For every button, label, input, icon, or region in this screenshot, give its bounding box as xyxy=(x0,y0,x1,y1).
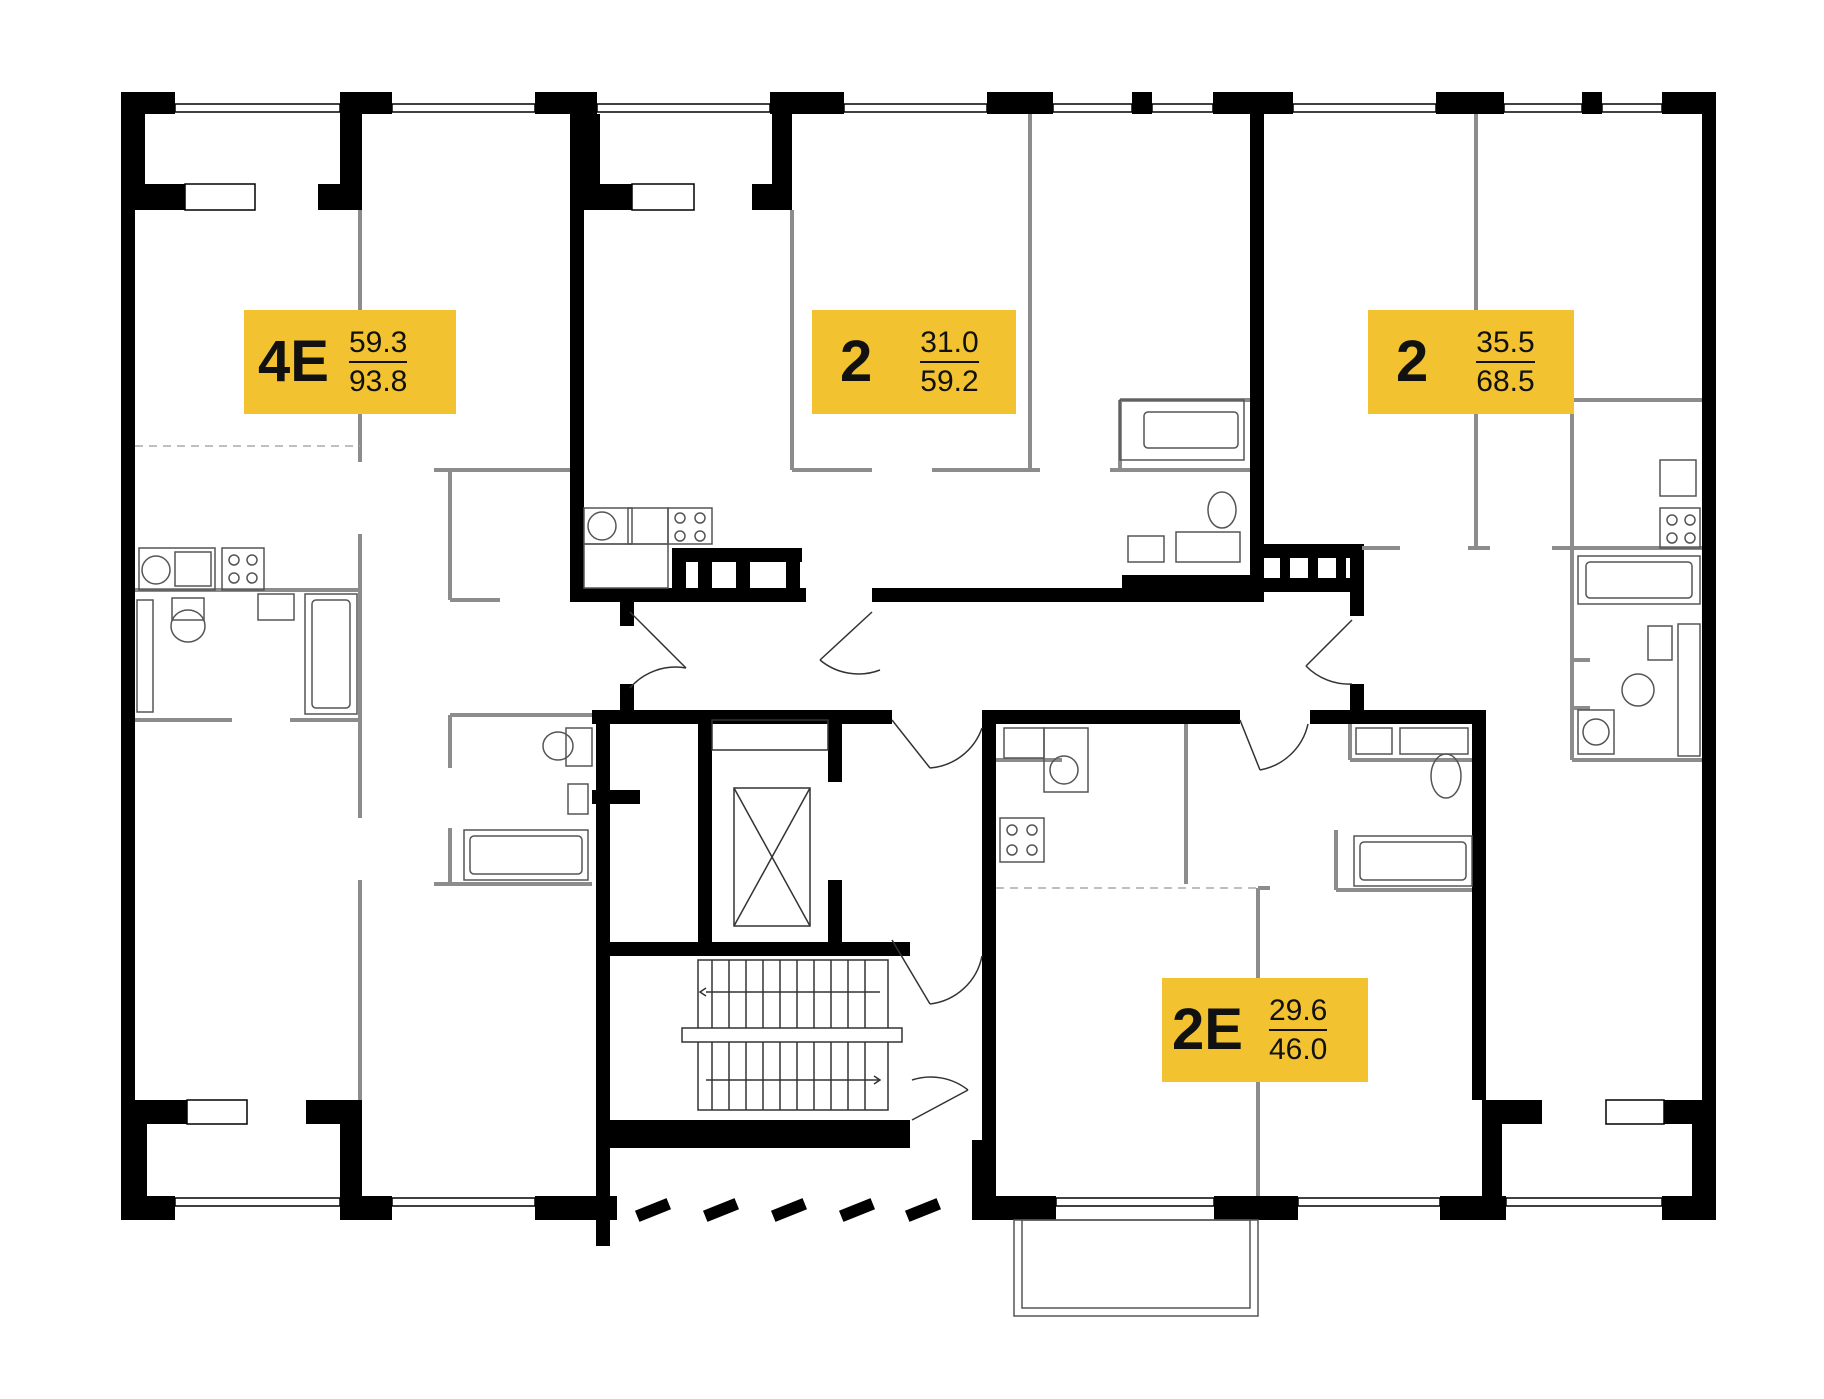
stairs xyxy=(681,959,903,1111)
apartment-badge-2-right[interactable]: 2 35.5 68.5 xyxy=(1368,310,1574,414)
elevator xyxy=(711,719,829,927)
apartment-badge-2-center[interactable]: 2 31.0 59.2 xyxy=(812,310,1016,414)
living-area: 31.0 xyxy=(920,325,979,359)
total-area: 93.8 xyxy=(348,365,408,398)
apartment-badge-4e[interactable]: 4E 59.3 93.8 xyxy=(244,310,456,414)
living-area: 35.5 xyxy=(1476,325,1535,359)
living-area: 59.3 xyxy=(348,325,408,359)
zone-lines xyxy=(135,445,1258,889)
apartment-type: 2E xyxy=(1172,997,1243,1062)
apartment-type: 2 xyxy=(1396,329,1429,394)
total-area: 46.0 xyxy=(1268,1033,1328,1066)
balcony xyxy=(1013,1219,1259,1317)
area-divider xyxy=(1476,361,1535,363)
apartment-badge-2e[interactable]: 2E 29.6 46.0 xyxy=(1162,978,1368,1082)
apartment-areas: 29.6 46.0 xyxy=(1268,993,1328,1066)
area-divider xyxy=(1268,1029,1328,1031)
window-niches xyxy=(135,114,1702,1196)
apartment-type: 2 xyxy=(840,329,873,394)
area-divider xyxy=(348,361,408,363)
area-divider xyxy=(920,361,979,363)
living-area: 29.6 xyxy=(1268,993,1328,1027)
doors xyxy=(629,611,1353,1121)
interior-walls xyxy=(570,92,1486,1246)
exterior-walls xyxy=(121,92,1716,1220)
apartment-areas: 59.3 93.8 xyxy=(348,325,408,398)
windows xyxy=(174,103,1663,1207)
fixtures xyxy=(136,399,1701,887)
apartment-areas: 31.0 59.2 xyxy=(920,325,979,398)
entrance-markers xyxy=(634,1198,942,1222)
apartment-type: 4E xyxy=(258,329,329,394)
partitions xyxy=(135,114,1702,1196)
total-area: 68.5 xyxy=(1476,365,1535,398)
apartment-areas: 35.5 68.5 xyxy=(1476,325,1535,398)
total-area: 59.2 xyxy=(920,365,979,398)
